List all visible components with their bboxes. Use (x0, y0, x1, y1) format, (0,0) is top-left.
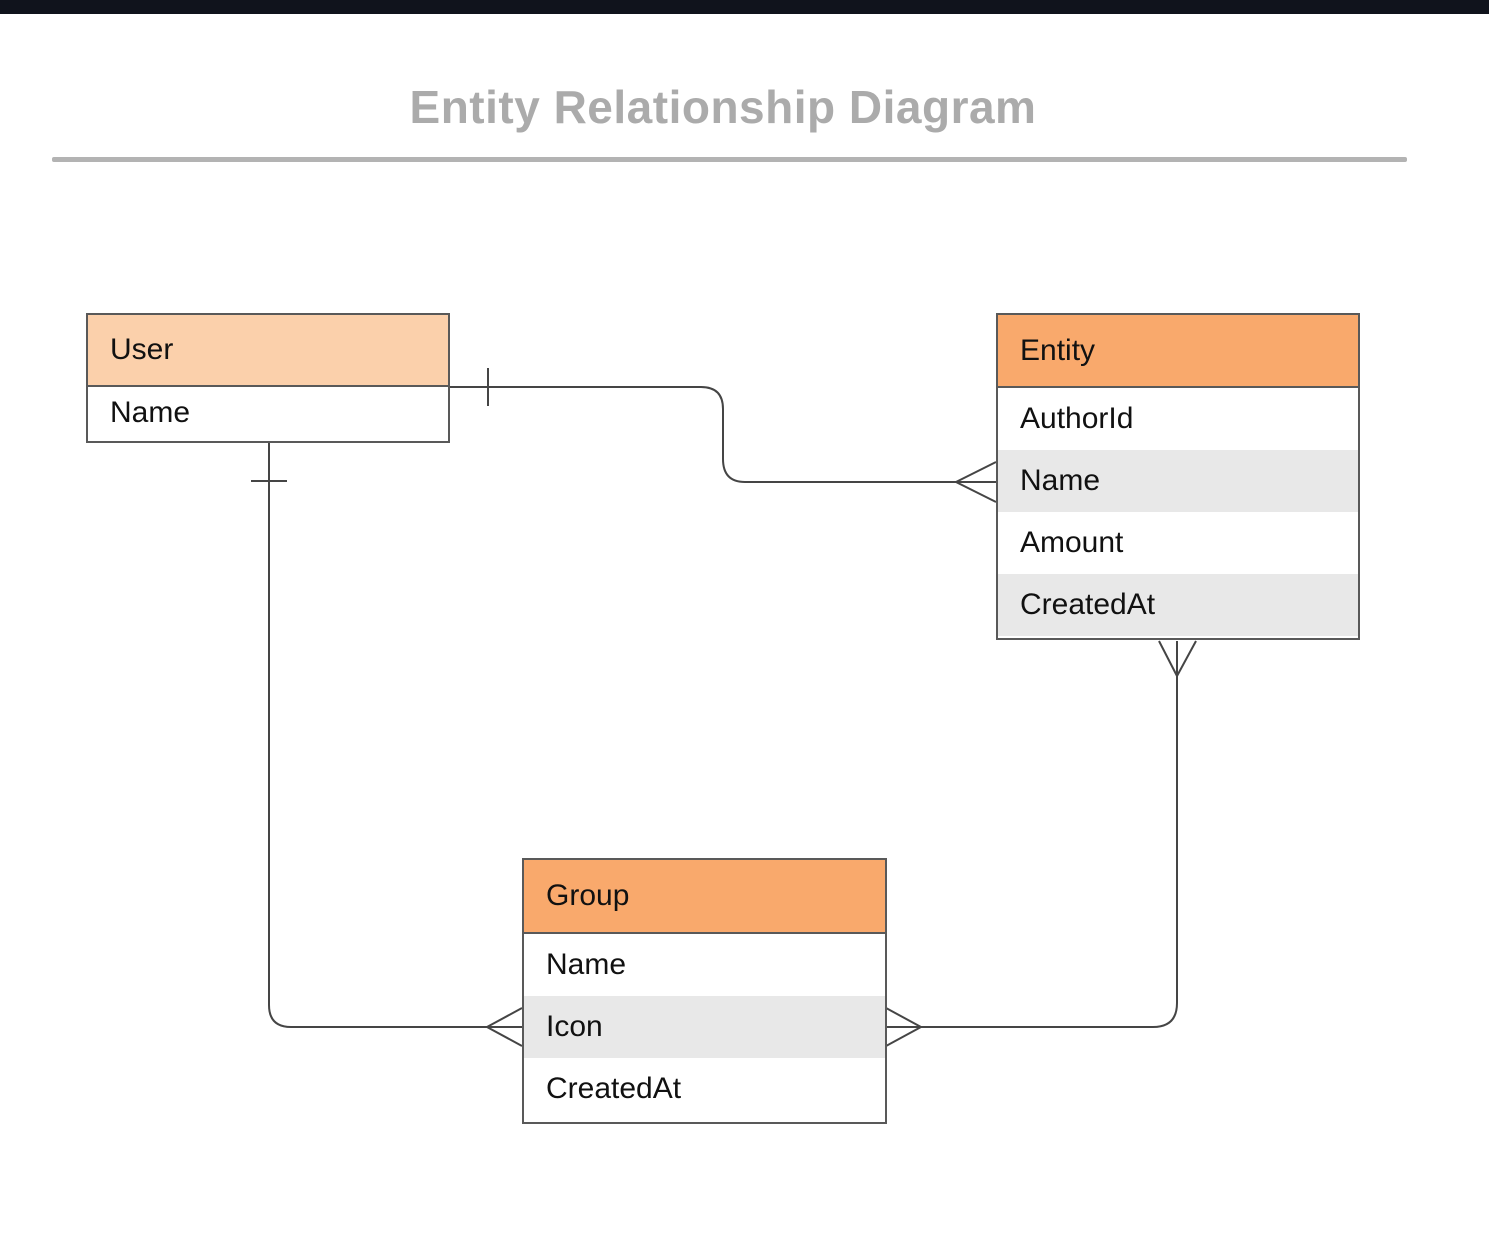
table-header: User (88, 315, 448, 387)
crow-foot-many (955, 461, 997, 503)
erd-table-user: User Name (86, 313, 450, 443)
crow-foot-many (486, 1007, 523, 1047)
connector-user-entity (450, 368, 997, 503)
diagram-title: Entity Relationship Diagram (409, 81, 1037, 133)
connector-line (450, 386, 996, 483)
table-row: AuthorId (998, 388, 1358, 450)
connector-user-group (251, 443, 523, 1047)
table-row: Amount (998, 512, 1358, 574)
table-header: Entity (998, 315, 1358, 388)
table-header: Group (524, 860, 885, 934)
erd-table-group: Group Name Icon CreatedAt (522, 858, 887, 1124)
table-row: Icon (524, 996, 885, 1058)
connector-line (886, 676, 1178, 1028)
connector-line (268, 443, 522, 1028)
title-divider (52, 157, 1407, 162)
top-bar (0, 0, 1489, 14)
table-row: CreatedAt (998, 574, 1358, 636)
table-row: Name (88, 387, 448, 439)
table-row: Name (998, 450, 1358, 512)
erd-table-entity: Entity AuthorId Name Amount CreatedAt (996, 313, 1360, 640)
connector-entity-group (885, 640, 1197, 1047)
crow-foot-many (1158, 640, 1197, 677)
table-row: Name (524, 934, 885, 996)
crow-foot-many (885, 1007, 922, 1047)
table-row: CreatedAt (524, 1058, 885, 1120)
